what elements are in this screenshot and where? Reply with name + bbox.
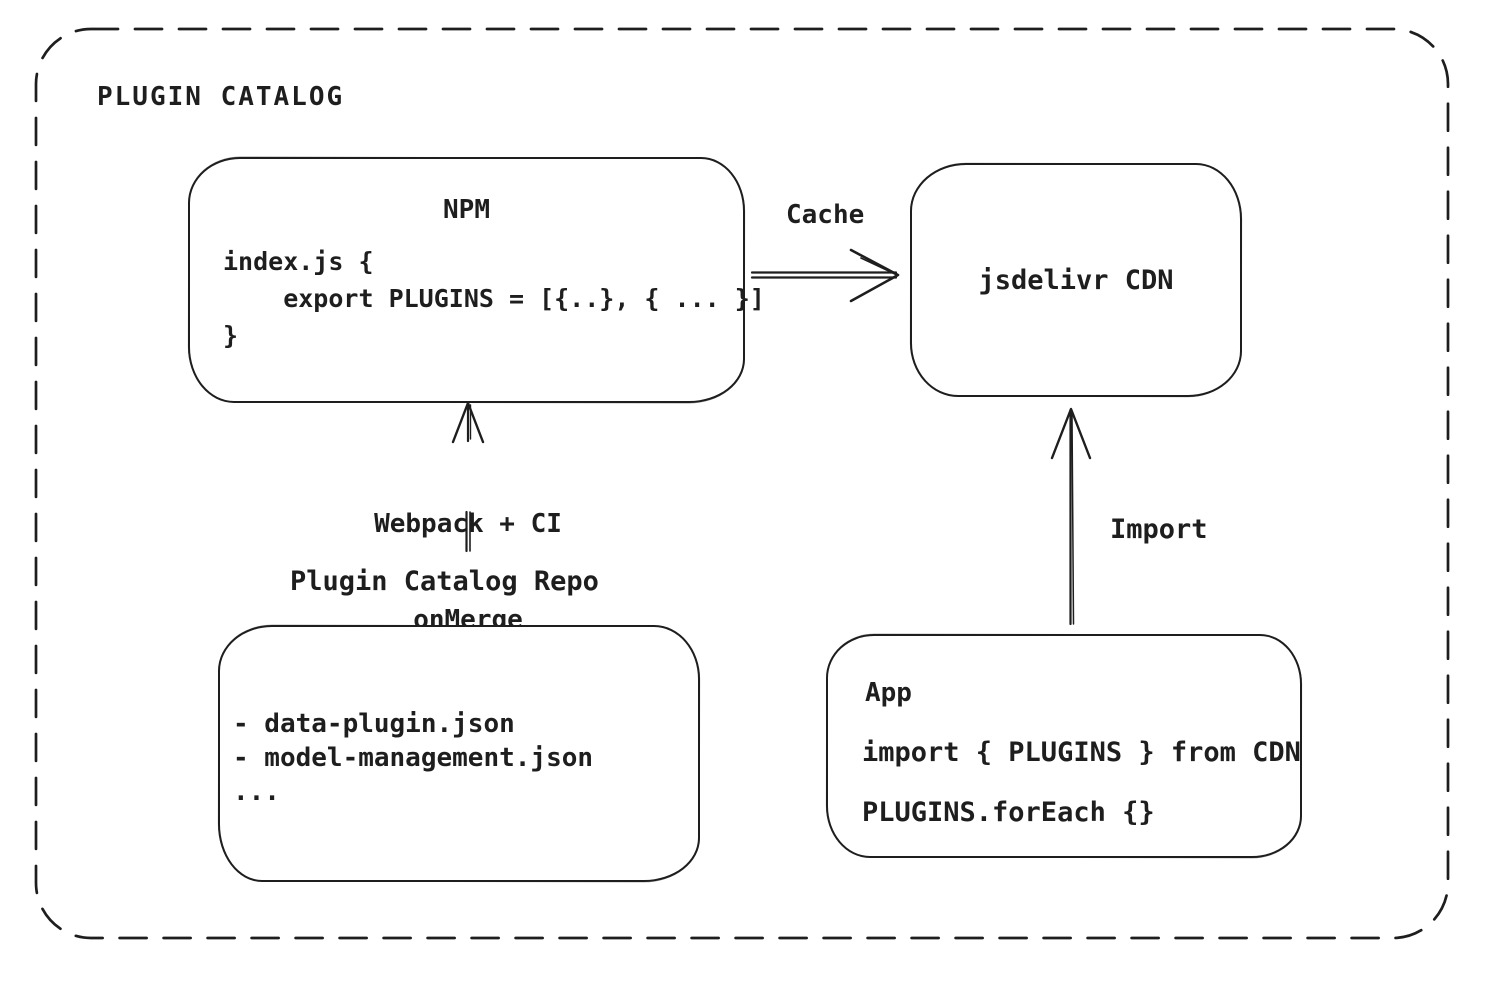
cache-arrow[interactable] — [750, 248, 900, 303]
npm-code-line: } — [223, 321, 239, 350]
cdn-title: jsdelivr CDN — [978, 264, 1174, 296]
app-code-line: import { PLUGINS } from CDN — [862, 737, 1301, 768]
npm-code-line: export PLUGINS = [{..}, { ... }] — [223, 284, 765, 313]
app-title: App — [865, 678, 912, 708]
build-arrow-label-line: Webpack + CI — [374, 509, 562, 539]
node-npm[interactable]: NPM index.js { export PLUGINS = [{..}, {… — [188, 157, 765, 403]
repo-file-item: - data-plugin.json — [233, 709, 515, 739]
cache-arrow-label: Cache — [786, 200, 865, 230]
node-plugin-catalog-repo[interactable]: - data-plugin.json - model-management.js… — [218, 625, 700, 882]
repo-node-label: Plugin Catalog Repo — [290, 566, 599, 597]
repo-file-list: - data-plugin.json - model-management.js… — [233, 707, 593, 809]
repo-file-item: - model-management.json — [233, 743, 594, 773]
repo-file-item: ... — [233, 777, 280, 807]
build-arrow[interactable] — [451, 401, 485, 553]
app-code-line: PLUGINS.forEach {} — [862, 797, 1155, 828]
diagram-title: PLUGIN CATALOG — [97, 82, 345, 112]
npm-code-block: index.js { export PLUGINS = [{..}, { ...… — [223, 243, 765, 354]
catalog-boundary-frame — [34, 27, 1450, 940]
npm-code-line: index.js { — [223, 247, 374, 276]
node-app[interactable]: App import { PLUGINS } from CDN PLUGINS.… — [826, 634, 1302, 858]
npm-title: NPM — [443, 195, 490, 225]
import-arrow[interactable] — [1050, 407, 1092, 626]
import-arrow-label: Import — [1110, 514, 1208, 545]
node-jsdelivr-cdn[interactable]: jsdelivr CDN — [910, 163, 1242, 397]
